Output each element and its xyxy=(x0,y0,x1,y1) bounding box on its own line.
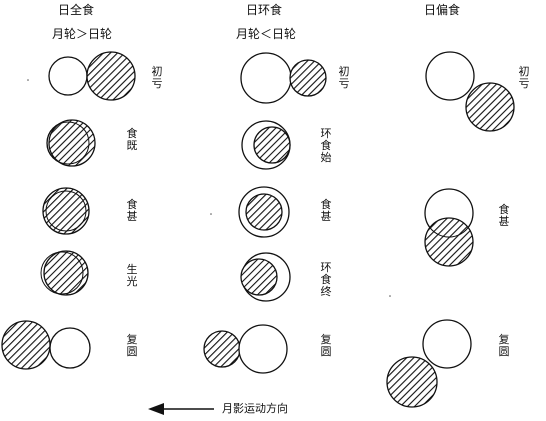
speck xyxy=(389,295,391,297)
total-fourth-contact xyxy=(1,320,91,370)
annular-stage-label: 初亏 xyxy=(338,65,350,90)
partial-fourth-contact xyxy=(386,319,472,408)
annular-stage-label: 复圆 xyxy=(320,333,332,358)
speck xyxy=(210,213,212,215)
total-stage-label: 初亏 xyxy=(151,65,163,90)
partial-first-contact xyxy=(425,51,515,132)
speck xyxy=(27,79,29,81)
annular-first-contact xyxy=(240,52,327,104)
total-eclipse-condition: 月轮＞日轮 xyxy=(52,27,113,41)
partial-stage-label: 初亏 xyxy=(518,65,530,90)
total-third-contact xyxy=(40,250,89,296)
total-stage-label: 生光 xyxy=(126,263,138,288)
annular-second-contact xyxy=(241,120,291,170)
annular-maximum xyxy=(238,186,290,238)
partial-eclipse-title: 日偏食 xyxy=(424,3,461,17)
annular-stage-label: 食甚 xyxy=(320,198,332,223)
total-stage-label: 食甚 xyxy=(126,198,138,223)
direction-label: 月影运动方向 xyxy=(222,402,288,415)
annular-fourth-contact xyxy=(203,324,288,374)
annular-stage-label: 环食终 xyxy=(320,261,332,298)
partial-maximum xyxy=(424,188,474,267)
total-first-contact xyxy=(48,51,136,101)
annular-eclipse-title: 日环食 xyxy=(246,3,283,17)
partial-stage-label: 复圆 xyxy=(498,333,510,358)
total-maximum xyxy=(42,187,90,235)
annular-stage-label: 环食始 xyxy=(320,127,332,164)
total-eclipse-title: 日全食 xyxy=(58,3,95,17)
annular-third-contact xyxy=(240,252,291,302)
total-stage-label: 食既 xyxy=(126,127,138,152)
left-arrow-icon xyxy=(148,403,214,415)
total-stage-label: 复圆 xyxy=(126,333,138,358)
annular-eclipse-condition: 月轮＜日轮 xyxy=(236,27,297,41)
total-second-contact xyxy=(46,119,96,167)
partial-stage-label: 食甚 xyxy=(498,203,510,228)
